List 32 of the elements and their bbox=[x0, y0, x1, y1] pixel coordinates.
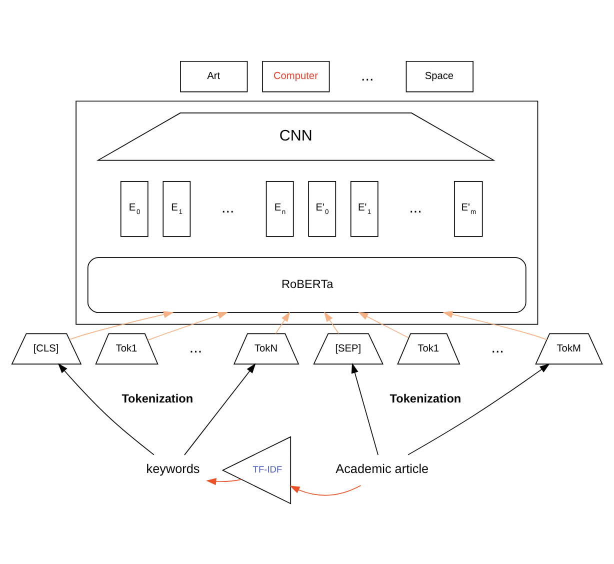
arrow bbox=[58, 362, 154, 455]
node-text: keywords bbox=[146, 462, 200, 476]
arrow bbox=[408, 363, 550, 455]
label: ... bbox=[409, 199, 422, 216]
node-box: E$_{1}$ bbox=[162, 180, 191, 236]
cluster bbox=[76, 100, 538, 324]
arrow bbox=[358, 311, 409, 338]
node-text: Academic article bbox=[336, 462, 429, 476]
label: ... bbox=[189, 339, 202, 356]
arrow bbox=[290, 484, 362, 496]
arrow bbox=[442, 310, 548, 340]
arrow bbox=[69, 310, 174, 340]
label: Tokenization bbox=[122, 391, 194, 406]
arrow bbox=[184, 362, 256, 455]
node-box: E$_{0}$ bbox=[120, 180, 148, 236]
node-box: E'$_{m}$ bbox=[454, 180, 483, 236]
label: Tokenization bbox=[390, 391, 462, 406]
node-box: E$_{n}$ bbox=[266, 180, 294, 236]
arrow bbox=[206, 478, 242, 485]
arrow bbox=[147, 312, 228, 340]
node-box: E'$_{0}$ bbox=[308, 180, 336, 236]
node-box: Art bbox=[180, 60, 248, 92]
label: ... bbox=[361, 66, 374, 84]
arrow bbox=[351, 362, 378, 455]
arrow bbox=[275, 311, 290, 334]
label: ... bbox=[491, 339, 504, 356]
node-box: Space bbox=[406, 60, 474, 92]
arrow bbox=[324, 311, 340, 334]
label: ... bbox=[221, 199, 234, 216]
node-box: Computer bbox=[262, 60, 330, 92]
node-box: E'$_{1}$ bbox=[350, 180, 378, 236]
node-box: RoBERTa bbox=[87, 256, 526, 312]
